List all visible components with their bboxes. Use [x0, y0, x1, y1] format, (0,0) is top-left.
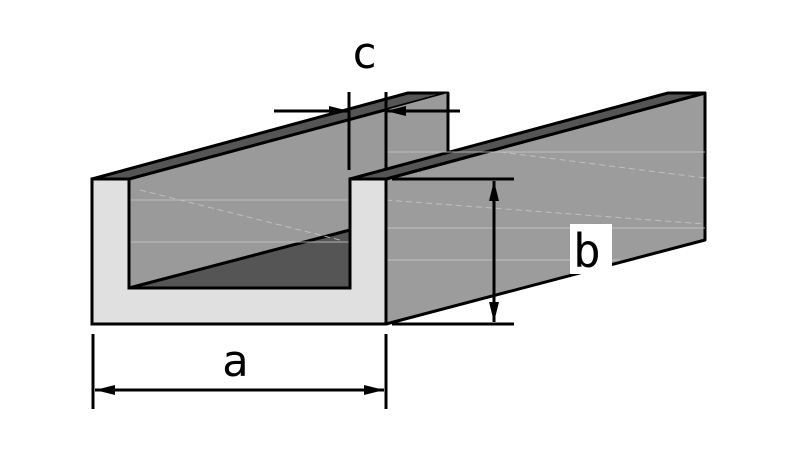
dimension-label-b: b — [573, 224, 601, 278]
dimension-label-c: c — [351, 28, 378, 79]
front-face — [90, 177, 388, 326]
inner-back-wall — [129, 93, 448, 288]
dimension-c — [274, 92, 460, 170]
surface-texture — [129, 151, 706, 261]
dimension-b — [392, 177, 514, 326]
dimension-label-b-background — [570, 224, 612, 274]
dimension-label-a: a — [222, 336, 249, 387]
floor-edge — [128, 228, 351, 290]
dimension-a — [91, 334, 388, 409]
